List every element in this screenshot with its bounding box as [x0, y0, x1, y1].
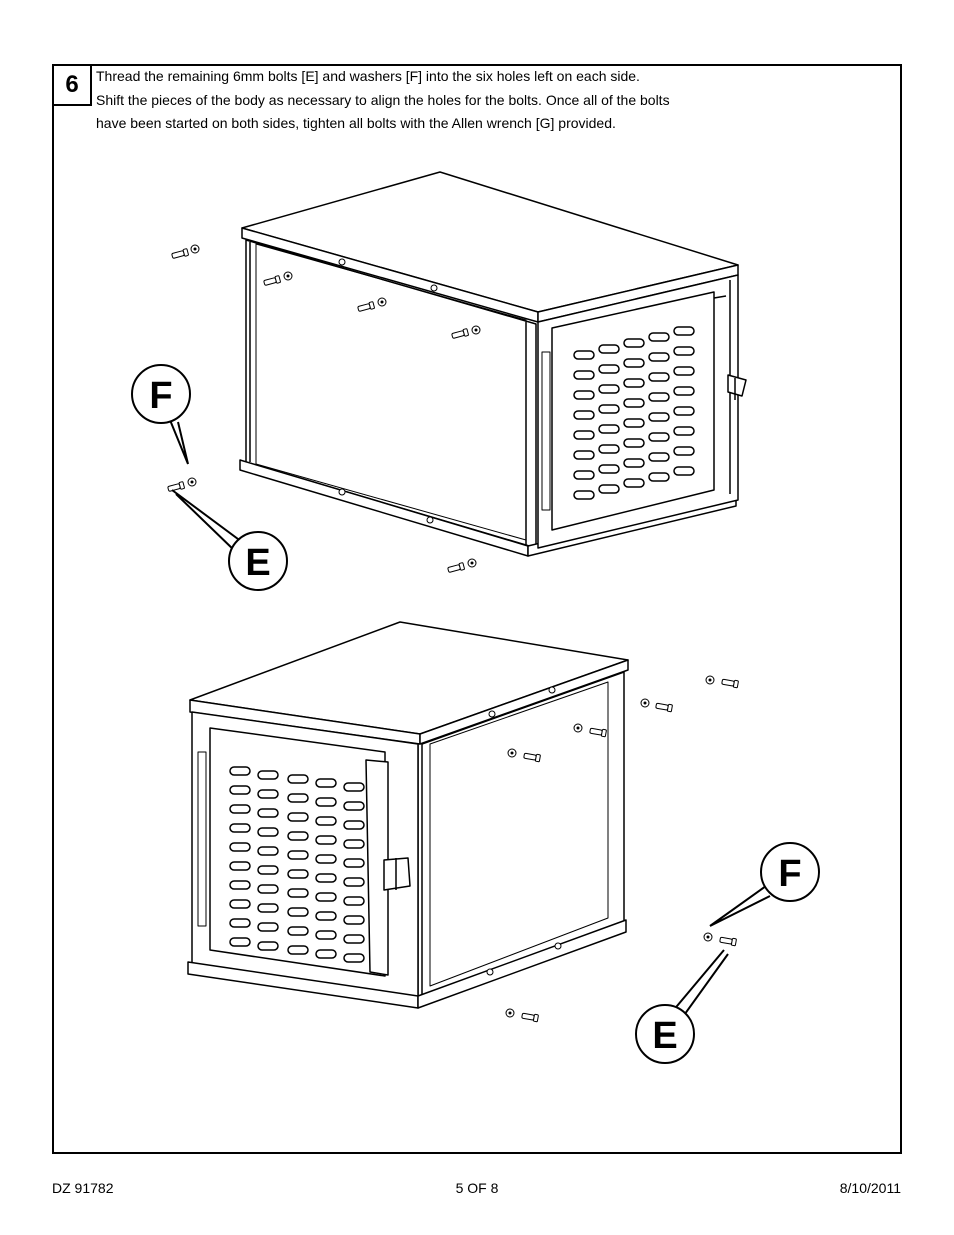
- callout-f-bottom: F: [760, 842, 820, 902]
- top-crate-drawing: [239, 171, 747, 557]
- bottom-callouts: [670, 885, 771, 1020]
- footer-date: 8/10/2011: [839, 1180, 901, 1196]
- bottom-crate-drawing: [187, 621, 629, 1009]
- footer-page-number: 5 OF 8: [455, 1180, 499, 1196]
- bottom-crate-bolts-washers: [486, 675, 739, 1023]
- instruction-line-1: Thread the remaining 6mm bolts [E] and w…: [96, 68, 640, 84]
- callout-e-bottom: E: [635, 1004, 695, 1064]
- instruction-line-2: Shift the pieces of the body as necessar…: [96, 91, 670, 108]
- callout-e-top: E: [228, 531, 288, 591]
- callout-e-top-label: E: [245, 542, 270, 584]
- step-number-box: 6: [52, 64, 92, 106]
- step-number: 6: [65, 71, 79, 98]
- top-crate-bolts-washers: [166, 244, 481, 574]
- instruction-line-3: have been started on both sides, tighten…: [96, 115, 616, 131]
- footer-part-number: DZ 91782: [52, 1180, 114, 1196]
- callout-e-bottom-label: E: [652, 1015, 677, 1057]
- callout-f-top: F: [131, 364, 191, 424]
- instructions-text: Thread the remaining 6mm bolts [E] and w…: [96, 65, 856, 136]
- callout-f-bottom-label: F: [778, 853, 801, 895]
- step-frame: [52, 64, 902, 1154]
- callout-f-top-label: F: [149, 375, 172, 417]
